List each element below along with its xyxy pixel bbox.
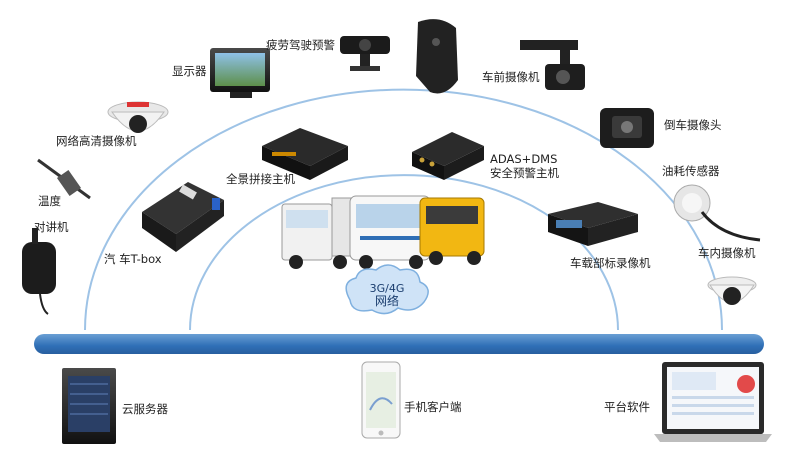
fatigue-camera-image <box>340 36 390 71</box>
driver-monitor-device-image <box>416 19 458 94</box>
label-front-camera: 车前摄像机 <box>482 70 540 84</box>
label-reverse-camera: 倒车摄像头 <box>664 118 722 132</box>
laptop-image <box>654 362 772 442</box>
bus-bar <box>34 334 764 354</box>
label-cloud-server: 云服务器 <box>122 402 168 416</box>
label-temperature: 温度 <box>38 194 61 208</box>
label-platform: 平台软件 <box>604 400 650 414</box>
adas-host-image <box>412 132 484 180</box>
cloud-server-image <box>62 368 116 444</box>
network-cloud <box>345 264 429 315</box>
label-panorama-host: 全景拼接主机 <box>226 172 295 186</box>
cabin-camera-image <box>707 276 757 305</box>
label-fuel-sensor: 油耗传感器 <box>662 164 720 178</box>
mobile-phone-image <box>361 361 401 439</box>
temperature-probe-image <box>37 158 91 200</box>
label-intercom: 对讲机 <box>34 220 69 234</box>
tbox-image <box>142 182 224 252</box>
panorama-host-image <box>262 128 348 180</box>
label-display: 显示器 <box>172 64 207 78</box>
label-mobile-client: 手机客户端 <box>404 400 462 414</box>
vehicles-image <box>281 195 485 269</box>
network-cloud-label: 3G/4G 网络 <box>352 282 422 308</box>
dome-camera-image <box>107 101 169 133</box>
front-camera-image <box>520 40 585 90</box>
display-monitor-image <box>210 48 270 98</box>
label-tbox: 汽 车T-box <box>104 252 162 266</box>
intercom-image <box>22 228 56 315</box>
network-cloud-line1: 3G/4G <box>369 282 405 295</box>
inner-arc <box>189 174 619 331</box>
label-cabin-camera: 车内摄像机 <box>698 246 756 260</box>
label-adas-dms: ADAS+DMS <box>490 152 558 166</box>
label-fatigue: 疲劳驾驶预警 <box>266 38 335 52</box>
label-network-camera: 网络高清摄像机 <box>56 134 137 148</box>
reverse-camera-image <box>600 108 654 148</box>
fuel-sensor-image <box>673 184 761 242</box>
network-cloud-line2: 网络 <box>374 294 399 308</box>
recorder-image <box>548 202 638 246</box>
label-recorder: 车载部标录像机 <box>570 256 651 270</box>
label-safety-host: 安全预警主机 <box>490 166 559 180</box>
